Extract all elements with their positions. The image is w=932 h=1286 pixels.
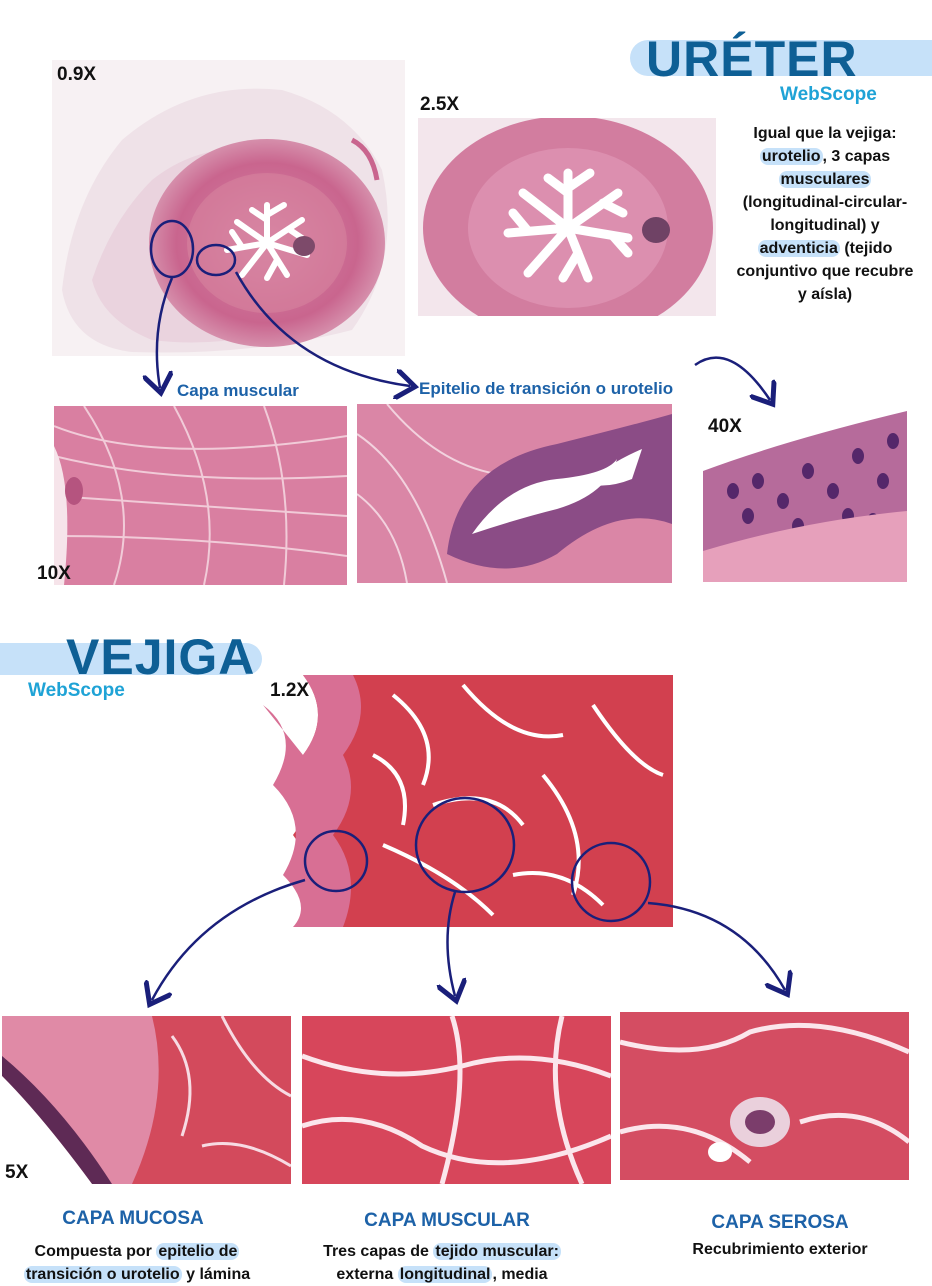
vejiga-mag-1-2x: 1.2X	[270, 680, 310, 701]
ureter-description: Igual que la vejiga: urotelio, 3 capas m…	[718, 122, 932, 306]
vejiga-micrograph-1-2x	[263, 675, 673, 927]
ureter-mag-0-9x: 0.9X	[57, 64, 97, 85]
mucosa-text-a: Compuesta por	[34, 1243, 157, 1260]
ureter-desc-urotelio: urotelio	[759, 148, 823, 165]
mucosa-hl-a: epitelio de	[156, 1243, 240, 1260]
ureter-desc-line5: longitudinal) y	[770, 217, 880, 234]
ureter-micrograph-epithelium	[357, 404, 672, 583]
muscular-text-b: externa	[336, 1266, 398, 1283]
vejiga-micrograph-serosa	[620, 1012, 909, 1180]
arrow-curved-icon	[694, 356, 770, 400]
ureter-title-highlight	[630, 40, 932, 76]
ureter-micrograph-2-5x	[418, 118, 716, 316]
ureter-desc-adventicia: adventicia	[757, 240, 840, 257]
vejiga-micrograph-muscular	[302, 1016, 611, 1184]
muscular-hl-a: tejido muscular:	[433, 1243, 561, 1260]
ureter-mag-2-5x: 2.5X	[420, 94, 460, 115]
ureter-desc-line4: (longitudinal-circular-	[742, 194, 908, 211]
ureter-micrograph-0-9x	[52, 60, 405, 356]
vejiga-title: VEJIGA	[66, 629, 256, 685]
ureter-title: URÉTER	[646, 31, 858, 87]
muscular-title: CAPA MUSCULAR	[364, 1210, 530, 1231]
ureter-mag-10x: 10X	[37, 563, 71, 584]
ureter-desc-musculares: musculares	[778, 171, 872, 188]
ureter-desc-line1: Igual que la vejiga:	[753, 125, 897, 142]
ureter-label-epithelium: Epitelio de transición o urotelio	[419, 379, 674, 398]
muscular-hl-b: longitudinal	[397, 1266, 493, 1283]
mucosa-hl-b: transición o urotelio	[23, 1266, 182, 1283]
ureter-mag-40x: 40X	[708, 416, 742, 437]
vejiga-mag-5x: 5X	[5, 1162, 29, 1183]
muscular-text-c: , media	[492, 1266, 548, 1283]
ureter-micrograph-40x	[703, 411, 907, 582]
ureter-micrograph-muscle-10x	[54, 406, 347, 585]
serosa-title: CAPA SEROSA	[711, 1212, 849, 1233]
mucosa-text-b: y lámina	[181, 1266, 251, 1283]
ureter-webscope-link[interactable]: WebScope	[780, 84, 877, 105]
vejiga-title-highlight	[0, 643, 262, 675]
ureter-desc-line8: y aísla)	[797, 286, 853, 303]
serosa-description: Recubrimiento exterior	[692, 1241, 868, 1258]
muscular-description: Tres capas de tejido muscular: externa l…	[292, 1240, 592, 1286]
vejiga-micrograph-mucosa	[2, 1016, 291, 1184]
mucosa-title: CAPA MUCOSA	[62, 1208, 204, 1229]
vejiga-webscope-link[interactable]: WebScope	[28, 680, 125, 701]
ureter-desc-tejido: (tejido	[839, 240, 893, 257]
ureter-desc-line7: conjuntivo que recubre	[736, 263, 914, 280]
ureter-desc-capas: , 3 capas	[822, 148, 891, 165]
muscular-text-a: Tres capas de	[323, 1243, 434, 1260]
ureter-label-muscular: Capa muscular	[177, 381, 299, 400]
mucosa-description: Compuesta por epitelio de transición o u…	[2, 1240, 272, 1286]
